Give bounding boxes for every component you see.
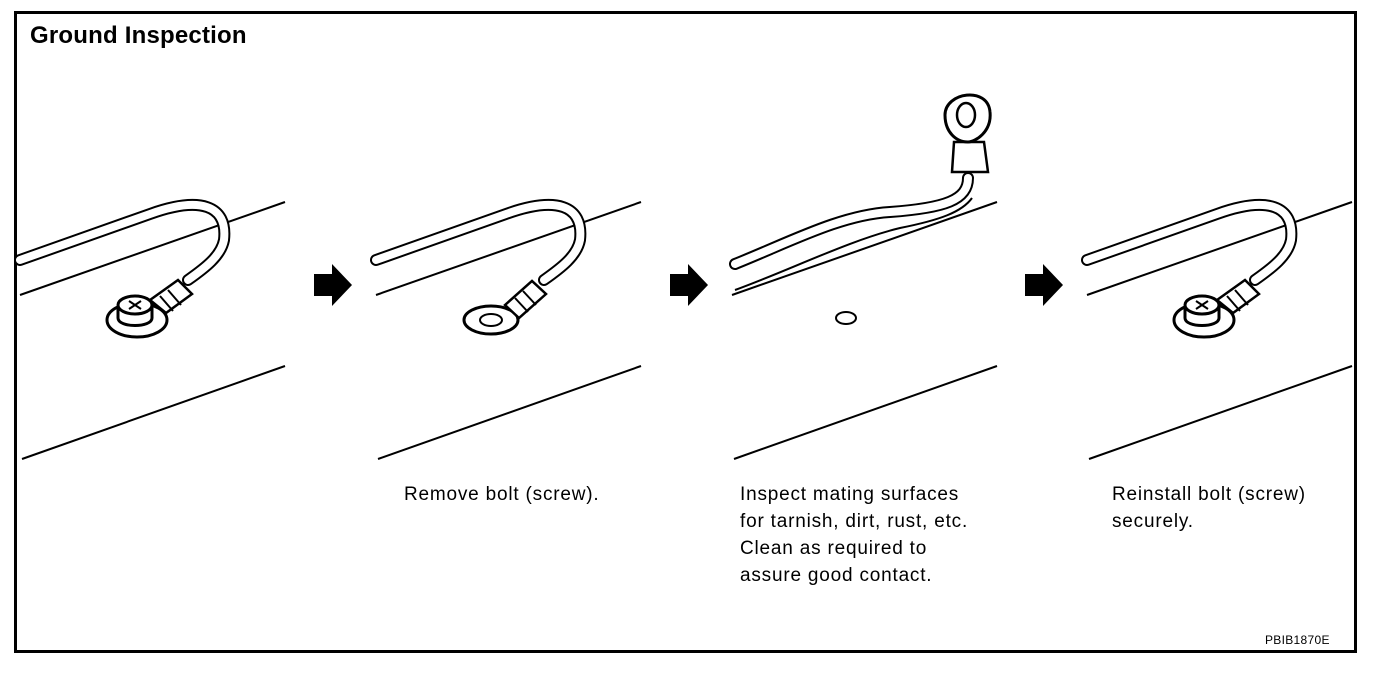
step-2-caption: Remove bolt (screw).: [404, 481, 600, 508]
step-1-bolted-ground: [20, 201, 286, 460]
caption-line: for tarnish, dirt, rust, etc.: [740, 511, 969, 532]
figure-code: PBIB1870E: [1265, 633, 1330, 647]
caption-line: assure good contact.: [740, 565, 933, 586]
step-3-terminal-lifted: [729, 93, 998, 460]
arrow-icon: [1025, 264, 1063, 306]
caption-line: Reinstall bolt (screw): [1112, 484, 1306, 505]
caption-line: securely.: [1112, 511, 1194, 532]
step-4-caption: Reinstall bolt (screw) securely.: [1112, 481, 1306, 535]
diagram-frame: [14, 11, 1357, 653]
arrow-icon: [314, 264, 352, 306]
arrow-icon: [670, 264, 708, 306]
step-2-bolt-removed: [376, 202, 642, 460]
caption-line: Remove bolt (screw).: [404, 484, 600, 505]
step-4-bolt-reinstalled: [1087, 201, 1353, 460]
caption-line: Clean as required to: [740, 538, 928, 559]
step-3-caption: Inspect mating surfaces for tarnish, dir…: [740, 481, 968, 589]
caption-line: Inspect mating surfaces: [740, 484, 960, 505]
diagram-title: Ground Inspection: [30, 22, 247, 49]
